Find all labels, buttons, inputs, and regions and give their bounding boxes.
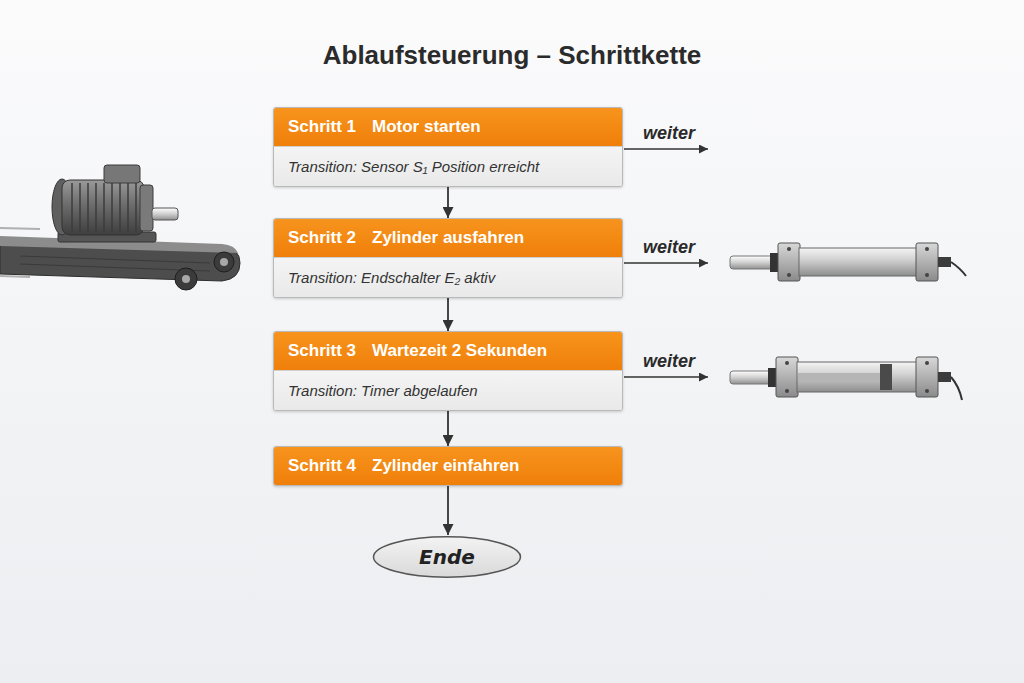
transition-panel: Transition: Timer abgelaufen [274, 370, 622, 410]
motor-shaft [152, 208, 178, 220]
roller-hub [220, 258, 228, 266]
step-header: Schritt 3 Wartezeit 2 Sekunden [274, 332, 622, 370]
bolt [785, 389, 789, 393]
motion-line [0, 228, 40, 229]
piston [880, 364, 892, 390]
bolt [925, 361, 929, 365]
cooling-fins [72, 183, 136, 232]
port-connector [938, 372, 951, 382]
motor-flange [140, 185, 153, 231]
transition-label: weiter [643, 237, 695, 258]
bolt [787, 247, 791, 251]
step-header: Schritt 1 Motor starten [274, 108, 622, 146]
weiter-arrows [624, 149, 708, 377]
step-header: Schritt 2 Zylinder ausfahren [274, 219, 622, 257]
front-cap [778, 243, 800, 281]
step-number: Schritt 1 [288, 117, 356, 137]
step-number: Schritt 4 [288, 456, 356, 476]
step-number: Schritt 3 [288, 341, 356, 361]
sequence-arrow [447, 411, 449, 446]
diagram-title: Ablaufsteuerung – Schrittkette [0, 40, 1024, 71]
rear-cap [916, 243, 938, 281]
cable [951, 377, 962, 400]
step-action: Zylinder einfahren [372, 456, 519, 476]
step-box: Schritt 4 Zylinder einfahren [273, 446, 623, 486]
step-box: Schritt 1 Motor startenTransition: Sensor… [273, 107, 623, 187]
terminal-outline [374, 537, 521, 577]
step-header: Schritt 4 Zylinder einfahren [274, 447, 622, 485]
bolt [925, 273, 929, 277]
transition-panel: Transition: Endschalter E₂ aktiv [274, 257, 622, 297]
bolt [925, 247, 929, 251]
inner-rod [798, 373, 880, 381]
terminal-text: Ende [413, 545, 481, 569]
weiter-arrow [624, 376, 708, 378]
step-action: Wartezeit 2 Sekunden [372, 341, 547, 361]
bolt [787, 273, 791, 277]
sequence-arrow [447, 298, 449, 331]
transition-label: weiter [643, 123, 695, 144]
step-action: Motor starten [372, 117, 481, 137]
bolt [785, 361, 789, 365]
motor-conveyor-illustration [0, 165, 240, 290]
cylinder-barrel [799, 248, 917, 276]
motor-body [62, 180, 144, 235]
rear-cap [916, 357, 938, 397]
transition-panel: Transition: Sensor S₁ Position erreicht [274, 146, 622, 186]
roller-hub [182, 275, 190, 283]
cylinder-illustration [730, 243, 966, 281]
weiter-arrow [624, 148, 708, 150]
front-cap [776, 357, 798, 397]
cylinder-barrel [797, 362, 917, 392]
port-connector [938, 257, 951, 267]
step-box: Schritt 2 Zylinder ausfahrenTransition: E… [273, 218, 623, 298]
transition-text: Transition: Endschalter E₂ aktiv [288, 269, 495, 286]
sequence-arrow [447, 486, 449, 535]
sequence-arrow [447, 187, 449, 218]
conveyor-roller [175, 268, 197, 290]
step-box: Schritt 3 Wartezeit 2 SekundenTransition:… [273, 331, 623, 411]
step-action: Zylinder ausfahren [372, 228, 524, 248]
end-terminal: Ende [372, 535, 522, 579]
transition-text: Transition: Timer abgelaufen [288, 382, 478, 399]
cable [951, 262, 966, 276]
step-number: Schritt 2 [288, 228, 356, 248]
motion-line [0, 276, 30, 277]
weiter-arrow [624, 262, 708, 264]
conveyor-roller [214, 252, 234, 272]
bolt [925, 389, 929, 393]
terminal-box [104, 165, 140, 183]
transition-text: Transition: Sensor S₁ Position erreicht [288, 158, 539, 175]
title-rule [235, 77, 765, 79]
transition-label: weiter [643, 351, 695, 372]
cylinder-illustration [730, 357, 962, 400]
